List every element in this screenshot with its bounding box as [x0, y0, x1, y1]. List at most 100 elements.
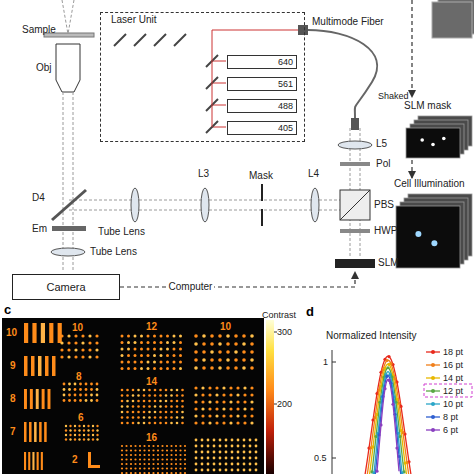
illumination-spot [250, 414, 253, 417]
illumination-spot [134, 341, 137, 344]
illumination-spot [170, 449, 172, 451]
illumination-spot [236, 386, 239, 389]
illumination-spot [201, 445, 204, 448]
illumination-spot [137, 411, 140, 414]
illumination-spot [170, 472, 172, 474]
illumination-spot [154, 411, 157, 414]
illumination-spot [143, 389, 146, 392]
illumination-spot [170, 411, 173, 414]
illumination-spot [229, 414, 232, 417]
illumination-spot [243, 407, 246, 410]
intensity-profile [377, 379, 399, 471]
grating-bar [44, 422, 47, 442]
illumination-spot [67, 341, 70, 344]
illumination-spot [92, 429, 94, 431]
stack-frame [406, 128, 460, 158]
illumination-spot [159, 416, 162, 419]
illumination-spot [67, 348, 70, 351]
pbs-diagonal [340, 190, 370, 220]
illumination-spot [431, 143, 435, 147]
illumination-spot [134, 367, 137, 370]
illumination-spot [175, 454, 177, 456]
illumination-spot [170, 405, 173, 408]
pattern-number: 9 [10, 360, 16, 372]
illumination-spot [173, 341, 176, 344]
illumination-spot [237, 463, 240, 466]
resolution-target-image [2, 318, 264, 474]
illumination-spot [219, 439, 222, 442]
illumination-spot [134, 445, 136, 447]
y-tick [332, 362, 336, 363]
illumination-spot [121, 458, 123, 460]
illumination-spot [201, 421, 204, 424]
illumination-spot [184, 472, 186, 474]
illumination-spot [159, 400, 162, 403]
illumination-spot [96, 383, 99, 386]
illumination-spot [130, 454, 132, 456]
illumination-spot [181, 411, 184, 414]
illumination-spot [237, 451, 240, 454]
illumination-spot [157, 445, 159, 447]
illumination-spot [126, 422, 129, 425]
illumination-spot [161, 463, 163, 465]
illumination-spot [194, 342, 198, 346]
illumination-spot [165, 411, 168, 414]
pattern-number: 2 [72, 454, 78, 466]
illumination-spot [222, 414, 225, 417]
illumination-spot [143, 467, 145, 469]
illumination-spot [127, 361, 130, 364]
stack-heading: SLM mask [404, 100, 451, 112]
illumination-spot [143, 458, 145, 460]
profile-marker [383, 387, 386, 390]
illumination-spot [154, 389, 157, 392]
illumination-spot [160, 354, 163, 357]
illumination-spot [126, 400, 129, 403]
illumination-spot [231, 469, 234, 472]
illumination-spot [195, 451, 198, 454]
illumination-spot [157, 463, 159, 465]
illumination-spot [148, 445, 150, 447]
illumination-spot [126, 389, 129, 392]
illumination-spot [74, 429, 76, 431]
collimating-lens [338, 141, 372, 149]
illumination-spot [225, 457, 228, 460]
illumination-spot [154, 400, 157, 403]
mask-aperture [261, 209, 263, 226]
illumination-spot [137, 389, 140, 392]
illumination-spot [148, 472, 150, 474]
illumination-spot [143, 411, 146, 414]
illumination-spot [121, 422, 124, 425]
illumination-spot [226, 366, 230, 370]
illumination-spot [160, 361, 163, 364]
panel-letter: d [306, 306, 314, 318]
illumination-spot [96, 438, 98, 440]
illumination-spot [121, 411, 124, 414]
illumination-spot [63, 388, 66, 391]
illumination-spot [152, 458, 154, 460]
illumination-spot [121, 348, 124, 351]
illumination-spot [143, 445, 145, 447]
illumination-spot [201, 469, 204, 472]
slm-device: SLM [335, 256, 393, 272]
colorbar-title: Contrast [262, 309, 296, 321]
illumination-spot [179, 472, 181, 474]
pattern-number: 10 [220, 321, 231, 333]
illumination-spot [160, 341, 163, 344]
slm-panel [335, 259, 375, 268]
illumination-spot [165, 405, 168, 408]
pattern-number: 8 [10, 393, 16, 405]
illumination-spot [229, 393, 232, 396]
illumination-spot [121, 416, 124, 419]
illumination-spot [132, 422, 135, 425]
illumination-spot [90, 383, 93, 386]
legend-sample [426, 425, 440, 435]
legend-marker [431, 363, 435, 367]
illumination-spot [225, 469, 228, 472]
pattern-number: 14 [146, 376, 157, 388]
illumination-spot [249, 445, 252, 448]
illumination-spot [134, 348, 137, 351]
illumination-spot [201, 407, 204, 410]
fiber-coupler [298, 25, 308, 35]
illumination-spot [207, 469, 210, 472]
illumination-spot [74, 434, 76, 436]
